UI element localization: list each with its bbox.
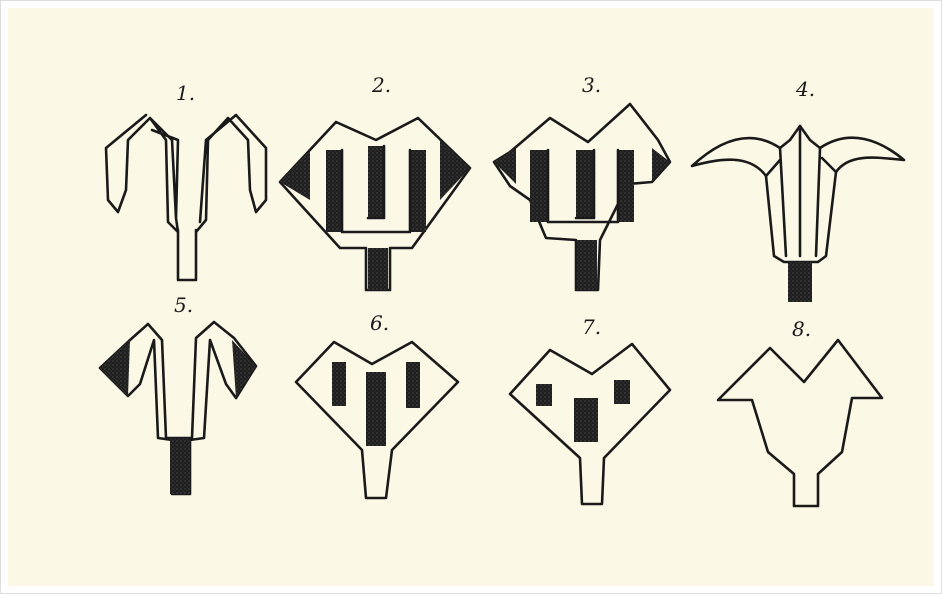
figure-4-label: 4.	[795, 77, 815, 101]
figure-5-right-wing	[232, 340, 256, 398]
figure-6-bar-right	[406, 362, 420, 408]
figure-6-label: 6.	[370, 311, 389, 335]
figure-2-bar-left	[326, 150, 342, 232]
figure-1: 1.	[104, 81, 268, 282]
figure-2-label: 2.	[371, 73, 391, 97]
figure-4-stem	[788, 262, 812, 302]
figure-2: 2.	[278, 73, 472, 292]
paper-background	[8, 8, 934, 586]
figure-2-bar-right	[410, 150, 426, 232]
figure-2-left-corner	[280, 150, 310, 200]
figure-1-label: 1.	[176, 81, 195, 105]
figure-8: 8.	[716, 317, 884, 508]
figure-5-shape	[98, 320, 258, 496]
figure-6-bar-center	[366, 372, 386, 446]
figure-7-mouth	[574, 398, 598, 442]
figure-7-label: 7.	[582, 315, 601, 339]
figure-3: 3.	[492, 73, 672, 292]
figure-1-shape	[104, 113, 268, 282]
figure-4: 4.	[690, 77, 906, 302]
figure-3-stem	[577, 240, 597, 290]
figure-3-bar-center	[576, 150, 594, 218]
figure-2-right-corner	[440, 140, 470, 200]
figure-3-right-corner	[652, 148, 670, 182]
figure-4-shape	[690, 124, 906, 264]
figure-3-bar-right	[618, 150, 634, 222]
figure-8-shape	[716, 338, 884, 508]
figure-5-left-wing	[100, 340, 130, 396]
figure-7-eye-left	[536, 384, 552, 406]
figure-5-label: 5.	[174, 293, 193, 317]
figure-3-bar-left	[530, 150, 548, 222]
figure-7: 7.	[508, 315, 672, 506]
figure-2-stem	[368, 248, 388, 290]
figure-6-bar-left	[332, 362, 346, 406]
figure-3-left-corner	[494, 148, 516, 184]
figure-5: 5.	[98, 293, 258, 496]
figure-2-bar-center	[368, 146, 384, 218]
figure-5-stem	[170, 438, 190, 494]
figure-7-eye-right	[614, 380, 630, 404]
figure-6: 6.	[294, 311, 460, 500]
figure-8-label: 8.	[792, 317, 811, 341]
figure-3-label: 3.	[582, 73, 601, 97]
